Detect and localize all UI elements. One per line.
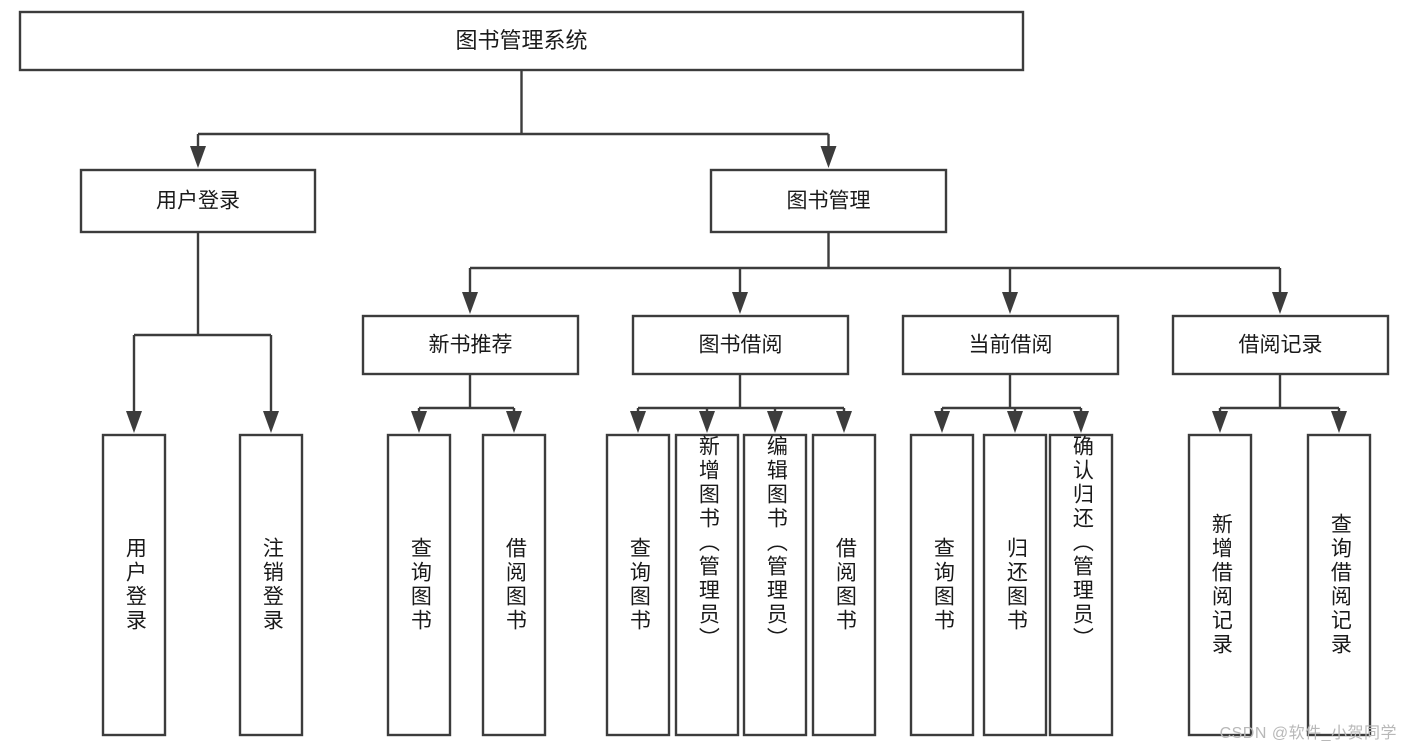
arrow-head-book-mgmt-current bbox=[1002, 292, 1018, 314]
arrow-head-records-query bbox=[1331, 411, 1347, 433]
arrow-head-root-user-login bbox=[190, 146, 206, 168]
node-box-borrow-records[interactable] bbox=[1171, 314, 1390, 376]
watermark-text: CSDN @软件_小贺同学 bbox=[1219, 725, 1397, 742]
arrow-head-current-query bbox=[934, 411, 950, 433]
arrow-head-records-add bbox=[1212, 411, 1228, 433]
connector-group-borrow bbox=[630, 374, 852, 433]
connector-group-new-books bbox=[411, 374, 522, 433]
node-box-book-management[interactable] bbox=[709, 168, 948, 234]
arrow-head-borrow-query bbox=[630, 411, 646, 433]
arrow-head-book-mgmt-borrow bbox=[732, 292, 748, 314]
node-box-book-borrow[interactable] bbox=[631, 314, 850, 376]
node-box-user-login[interactable] bbox=[79, 168, 317, 234]
node-box-new-book-recommend[interactable] bbox=[361, 314, 580, 376]
node-label-book-borrow: 图书借阅 bbox=[699, 334, 783, 357]
node-label-current-borrow: 当前借阅 bbox=[969, 334, 1053, 357]
node-box-current-borrow[interactable] bbox=[901, 314, 1120, 376]
arrow-head-current-return bbox=[1007, 411, 1023, 433]
leaf-box-edit-book-admin[interactable] bbox=[742, 433, 808, 737]
connector-group-current bbox=[934, 374, 1089, 433]
leaf-box-query-book-borrow[interactable] bbox=[605, 433, 671, 737]
arrow-head-borrow-lend bbox=[836, 411, 852, 433]
leaf-box-logout[interactable] bbox=[238, 433, 304, 737]
leaf-box-add-borrow-record[interactable] bbox=[1187, 433, 1253, 737]
leaf-box-query-borrow-record[interactable] bbox=[1306, 433, 1372, 737]
arrow-head-user-login-l1 bbox=[126, 411, 142, 433]
connector-group-user-login bbox=[126, 232, 279, 433]
node-label-borrow-records: 借阅记录 bbox=[1239, 334, 1323, 357]
arrow-head-borrow-edit bbox=[767, 411, 783, 433]
arrow-head-user-login-l2 bbox=[263, 411, 279, 433]
node-label-user-login: 用户登录 bbox=[156, 190, 240, 213]
connector-group-root bbox=[190, 70, 837, 168]
leaf-box-borrow-book[interactable] bbox=[811, 433, 877, 737]
node-label-system-root: 图书管理系统 bbox=[455, 28, 587, 53]
leaf-box-query-book-current[interactable] bbox=[909, 433, 975, 737]
arrow-head-root-book-mgmt bbox=[820, 146, 837, 168]
leaf-box-confirm-return-admin[interactable] bbox=[1048, 433, 1114, 737]
node-box-system-root[interactable] bbox=[18, 10, 1025, 72]
leaf-box-add-book-admin[interactable] bbox=[674, 433, 740, 737]
arrow-head-borrow-add bbox=[699, 411, 715, 433]
leaf-box-return-book[interactable] bbox=[982, 433, 1048, 737]
leaf-box-query-book-new[interactable] bbox=[386, 433, 452, 737]
connector-group-records bbox=[1212, 374, 1347, 433]
leaf-box-user-login[interactable] bbox=[101, 433, 167, 737]
arrow-head-new-books-query bbox=[411, 411, 427, 433]
arrow-head-new-books-borrow bbox=[506, 411, 522, 433]
arrow-head-book-mgmt-records bbox=[1272, 292, 1288, 314]
leaf-box-borrow-book-new[interactable] bbox=[481, 433, 547, 737]
arrow-head-current-confirm bbox=[1073, 411, 1089, 433]
node-label-new-book-recommend: 新书推荐 bbox=[429, 334, 513, 357]
arrow-head-book-mgmt-new-books bbox=[462, 292, 478, 314]
connector-group-book-mgmt bbox=[462, 232, 1288, 314]
node-label-book-management: 图书管理 bbox=[787, 190, 871, 213]
